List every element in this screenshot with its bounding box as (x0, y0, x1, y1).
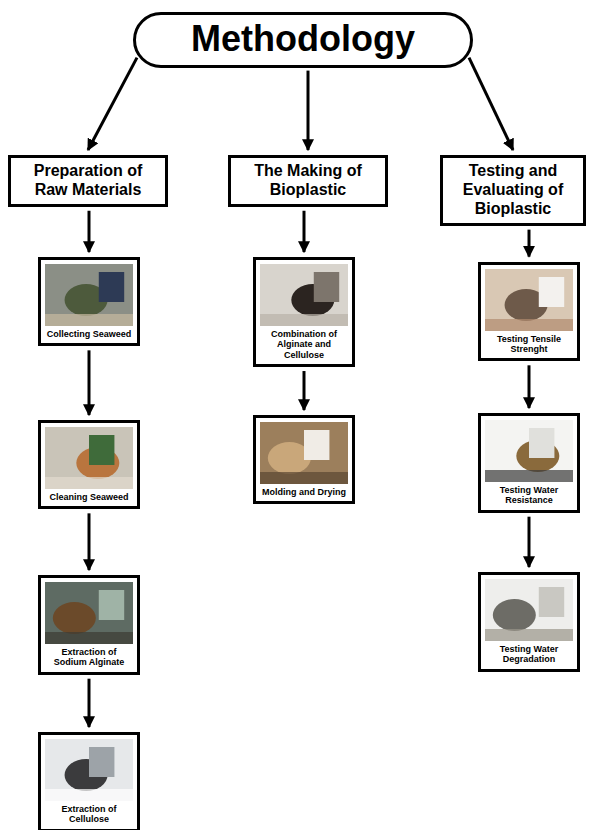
photo-ground (485, 420, 573, 482)
photo-shape (304, 430, 329, 460)
step-box: Combination of Alginate and Cellulose (253, 257, 355, 367)
title-pill: Methodology (133, 12, 473, 68)
step-label: Testing Tensile Strenght (485, 334, 573, 355)
step-label: Molding and Drying (260, 487, 348, 497)
photo-shape (529, 428, 554, 458)
step-box: Testing Water Degradation (478, 572, 580, 672)
flow-arrow (88, 679, 91, 727)
photo-shape (45, 477, 133, 489)
flow-arrow (469, 58, 513, 150)
flow-arrow (88, 58, 137, 150)
step-photo (485, 420, 573, 482)
flow-arrow (303, 211, 306, 252)
step-label: Extraction of Cellulose (45, 804, 133, 825)
photo-shape (99, 272, 124, 302)
photo-ground (45, 739, 133, 801)
photo-ground (45, 582, 133, 644)
stage-box: Preparation of Raw Materials (8, 155, 168, 207)
photo-shape (260, 472, 348, 484)
stage-box: Testing and Evaluating of Bioplastic (440, 155, 586, 226)
step-photo (45, 264, 133, 326)
stage-label: Preparation of Raw Materials (17, 162, 159, 200)
flow-arrow (303, 371, 306, 410)
step-photo (45, 739, 133, 801)
stage-label: Testing and Evaluating of Bioplastic (449, 162, 577, 219)
step-photo (260, 264, 348, 326)
photo-shape (89, 435, 114, 465)
photo-shape (485, 319, 573, 331)
photo-ground (485, 579, 573, 641)
flow-arrow (528, 230, 531, 257)
photo-shape (45, 314, 133, 326)
step-label: Testing Water Degradation (485, 644, 573, 665)
step-label: Collecting Seaweed (45, 329, 133, 339)
photo-shape (89, 747, 114, 777)
stage-label: The Making of Bioplastic (237, 162, 379, 200)
step-box: Testing Tensile Strenght (478, 262, 580, 362)
photo-shape (45, 632, 133, 644)
photo-shape (260, 314, 348, 326)
flow-arrow (528, 365, 531, 408)
title-text: Methodology (148, 19, 458, 59)
photo-ground (485, 269, 573, 331)
photo-shape (539, 587, 564, 617)
photo-shape (53, 602, 96, 634)
step-photo (260, 422, 348, 484)
step-box: Extraction of Sodium Alginate (38, 575, 140, 675)
step-box: Collecting Seaweed (38, 257, 140, 346)
step-label: Extraction of Sodium Alginate (45, 647, 133, 668)
step-label: Cleaning Seaweed (45, 492, 133, 502)
step-label: Combination of Alginate and Cellulose (260, 329, 348, 360)
photo-shape (493, 599, 536, 631)
photo-shape (539, 277, 564, 307)
step-box: Testing Water Resistance (478, 413, 580, 513)
step-photo (485, 579, 573, 641)
photo-ground (260, 422, 348, 484)
step-box: Cleaning Seaweed (38, 420, 140, 509)
photo-shape (99, 590, 124, 620)
photo-shape (45, 789, 133, 801)
photo-ground (260, 264, 348, 326)
step-box: Molding and Drying (253, 415, 355, 504)
flow-arrow (307, 71, 310, 150)
flow-arrow (528, 517, 531, 567)
photo-ground (45, 427, 133, 489)
step-photo (485, 269, 573, 331)
flow-arrow (88, 350, 91, 415)
step-photo (45, 582, 133, 644)
photo-shape (314, 272, 339, 302)
step-photo (45, 427, 133, 489)
stage-box: The Making of Bioplastic (228, 155, 388, 207)
photo-shape (485, 470, 573, 482)
step-label: Testing Water Resistance (485, 485, 573, 506)
photo-ground (45, 264, 133, 326)
flow-arrow (88, 211, 91, 252)
flow-arrow (88, 513, 91, 570)
photo-shape (485, 629, 573, 641)
step-box: Extraction of Cellulose (38, 732, 140, 830)
